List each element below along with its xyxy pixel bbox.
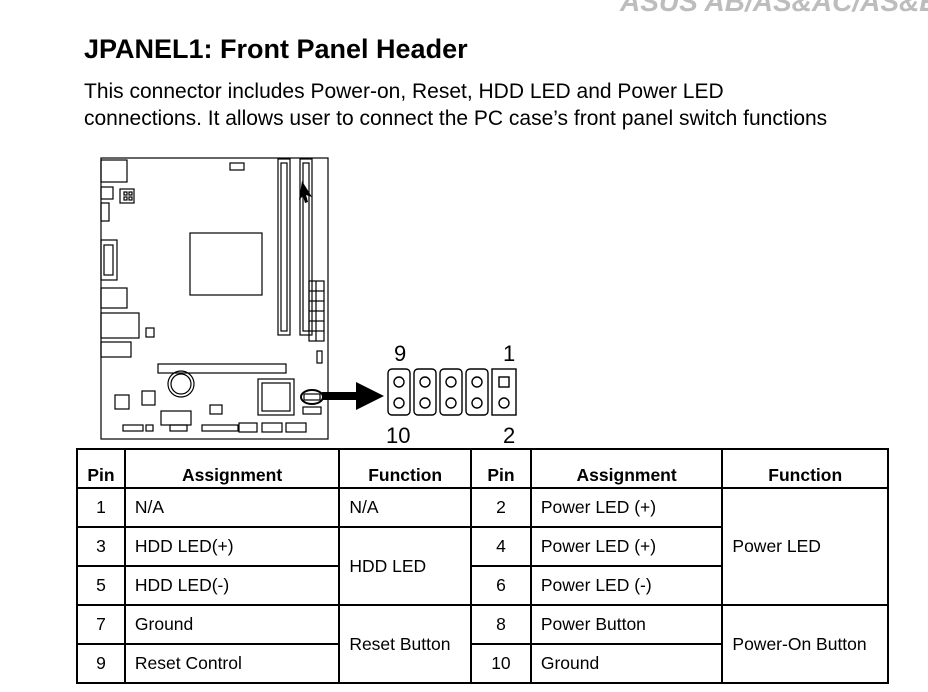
pin-assignment: N/A xyxy=(123,487,341,528)
pin-assignment: Ground xyxy=(529,643,724,684)
pin-function: N/A xyxy=(338,487,473,528)
pin-number: 1 xyxy=(76,487,126,528)
table-row: 1 N/A N/A 2 Power LED (+) Power LED xyxy=(76,487,889,606)
running-header: ASUS AB/AS&AC/AS&E xyxy=(620,0,928,17)
table-row: 9 Reset Control 10 Ground xyxy=(76,643,888,684)
pin-number: 4 xyxy=(470,526,532,567)
pin-assignment: Power Button xyxy=(529,604,724,645)
table-row: 3 HDD LED(+) HDD LED 4 Power LED (+) xyxy=(76,526,888,606)
pin-assignment: HDD LED(-) xyxy=(123,565,341,606)
column-header: Assignment xyxy=(529,448,724,489)
column-header: Function xyxy=(338,448,473,489)
pin-number: 8 xyxy=(470,604,532,645)
pin-function: HDD LED xyxy=(338,526,473,606)
pin-number: 6 xyxy=(470,565,532,606)
pin-assignment: Power LED (+) xyxy=(529,487,724,528)
page-title: JPANEL1: Front Panel Header xyxy=(84,34,468,64)
intro-line-1: This connector includes Power-on, Reset,… xyxy=(84,80,724,103)
intro-line-2: connections. It allows user to connect t… xyxy=(84,107,828,130)
pin-number: 3 xyxy=(76,526,126,567)
pin-number: 2 xyxy=(470,487,532,528)
pin-label-2: 2 xyxy=(503,423,516,448)
table-row: 7 Ground Reset Button 8 Power Button Pow… xyxy=(76,604,889,684)
pin-number: 9 xyxy=(76,643,126,684)
pointer-arrow-icon xyxy=(322,382,384,410)
jpanel-header-diagram xyxy=(387,368,517,416)
pin-function: Power LED xyxy=(721,487,889,606)
pin-function: Power-On Button xyxy=(721,604,889,684)
pin-assignment: HDD LED(+) xyxy=(123,526,341,567)
pin-label-10: 10 xyxy=(386,423,411,448)
motherboard-diagram xyxy=(100,157,329,440)
pin-assignment: Reset Control xyxy=(123,643,341,684)
pin-number: 10 xyxy=(470,643,532,684)
pin-assignment: Power LED (-) xyxy=(529,565,724,606)
pin-label-9: 9 xyxy=(394,341,407,366)
column-header: Pin xyxy=(470,448,532,489)
pin-assignment: Power LED (+) xyxy=(529,526,724,567)
pin-number: 5 xyxy=(76,565,126,606)
pin-number: 7 xyxy=(76,604,126,645)
column-header: Function xyxy=(721,448,889,489)
pin-function: Reset Button xyxy=(338,604,473,684)
table-header-row: Pin Assignment Function Pin Assignment F… xyxy=(76,448,889,489)
column-header: Pin xyxy=(76,448,126,489)
pin-assignment: Ground xyxy=(123,604,341,645)
intro-paragraph: This connector includes Power-on, Reset,… xyxy=(84,78,827,132)
pin-label-1: 1 xyxy=(503,341,516,366)
column-header: Assignment xyxy=(123,448,341,489)
table-row: 5 HDD LED(-) 6 Power LED (-) xyxy=(76,565,888,606)
pin-assignment-table: Pin Assignment Function Pin Assignment F… xyxy=(76,448,889,684)
